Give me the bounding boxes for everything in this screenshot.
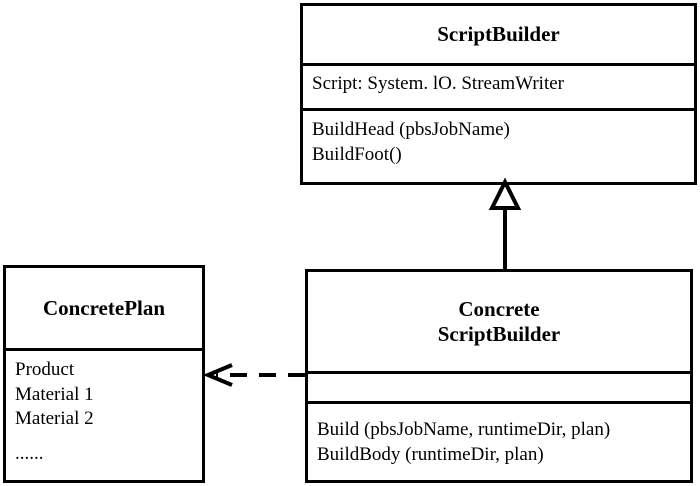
class-name-concreteplan: ConcretePlan bbox=[42, 295, 166, 320]
attribute-compartment-concreteplan: Product Material 1 Material 2 ...... bbox=[6, 348, 202, 480]
class-name-compartment-scriptbuilder: ScriptBuilder bbox=[303, 6, 694, 63]
class-box-scriptbuilder[interactable]: ScriptBuilder Script: System. lO. Stream… bbox=[300, 3, 697, 185]
method-item: BuildFoot() bbox=[312, 143, 402, 165]
method-item: BuildHead (pbsJobName) bbox=[312, 119, 510, 140]
method-compartment-scriptbuilder: BuildHead (pbsJobName) BuildFoot() bbox=[303, 108, 694, 182]
attribute-item: Material 2 bbox=[15, 408, 94, 430]
hollow-triangle-arrowhead-icon bbox=[488, 177, 522, 210]
method-item: Build (pbsJobName, runtimeDir, plan) bbox=[317, 419, 611, 440]
class-name-scriptbuilder: ScriptBuilder bbox=[437, 22, 560, 47]
attribute-item-ellipsis: ...... bbox=[15, 443, 44, 465]
method-item: BuildBody (runtimeDir, plan) bbox=[317, 443, 544, 465]
attribute-item: Material 1 bbox=[15, 383, 94, 405]
attribute-item: Product bbox=[15, 359, 75, 380]
method-compartment-concrete-scriptbuilder: Build (pbsJobName, runtimeDir, plan) Bui… bbox=[308, 401, 690, 480]
class-name-compartment-concreteplan: ConcretePlan bbox=[6, 268, 202, 348]
class-box-concrete-scriptbuilder[interactable]: Concrete ScriptBuilder Build (pbsJobName… bbox=[305, 269, 693, 483]
attribute-compartment-concrete-scriptbuilder bbox=[308, 371, 690, 401]
attribute-compartment-scriptbuilder: Script: System. lO. StreamWriter bbox=[303, 63, 694, 108]
open-arrowhead-icon bbox=[202, 363, 233, 387]
attribute-item: Script: System. lO. StreamWriter bbox=[312, 73, 565, 94]
dependency-connector[interactable] bbox=[202, 363, 305, 387]
class-name-compartment-concrete-scriptbuilder: Concrete ScriptBuilder bbox=[308, 272, 690, 371]
class-box-concreteplan[interactable]: ConcretePlan Product Material 1 Material… bbox=[3, 265, 205, 483]
class-name-concrete-scriptbuilder-line2: ScriptBuilder bbox=[437, 321, 561, 346]
generalization-connector[interactable] bbox=[488, 177, 522, 269]
class-name-concrete-scriptbuilder-line1: Concrete bbox=[458, 296, 540, 321]
